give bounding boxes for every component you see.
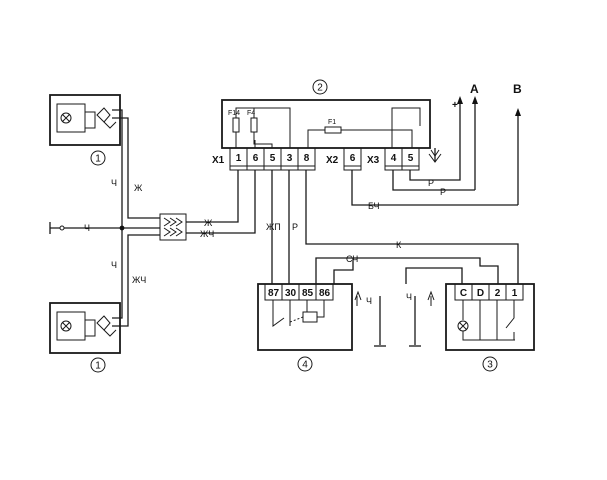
x3-pin-5: 5: [408, 153, 414, 164]
fuse-block-unit-2: F14 F4 F1: [221, 99, 431, 149]
relay-unit-4: 87 30 85 86: [257, 283, 353, 351]
wire-label-bch: БЧ: [368, 201, 380, 211]
svg-text:1: 1: [95, 154, 101, 165]
output-terminals: + A B: [452, 82, 522, 205]
wire-label-ch-ground: Ч: [84, 223, 90, 233]
fuse-f4-label: F4: [247, 110, 255, 117]
wire-label-sch: СЧ: [346, 254, 358, 264]
center-wiring: [271, 170, 519, 284]
relay-ground: [354, 290, 386, 347]
svg-text:4: 4: [302, 360, 308, 371]
connector-x2: 6: [343, 147, 362, 171]
x2-pin-6: 6: [350, 153, 356, 164]
connector-x3: 4 5: [384, 147, 420, 171]
wire-label-zh-conn: Ж: [204, 218, 213, 228]
x1-pin-6: 6: [253, 153, 259, 164]
relay-pin-30: 30: [285, 288, 297, 299]
switch-unit-3: C D 2 1: [445, 283, 535, 351]
relay-pin-85: 85: [302, 288, 314, 299]
wire-label-k: К: [396, 240, 402, 250]
wire-label-zhch-conn: ЖЧ: [200, 229, 214, 239]
connector-x3-label: X3: [367, 155, 380, 166]
relay-pin-86: 86: [319, 288, 331, 299]
terminal-plus: +: [452, 100, 458, 111]
wire-label-zhch-bottom: ЖЧ: [132, 275, 146, 285]
fuse-f14-label: F14: [228, 110, 240, 117]
switch-pin-c: C: [460, 288, 467, 299]
relay-pin-87: 87: [268, 288, 280, 299]
x1-pin-1: 1: [236, 153, 242, 164]
unit-label-1-bottom: 1: [90, 357, 106, 373]
wire-label-ch-bottom: Ч: [111, 260, 117, 270]
lamp-unit-bottom: [49, 302, 129, 354]
x1-pin-3: 3: [287, 153, 293, 164]
fuse-f1-label: F1: [328, 119, 336, 126]
connector-x2-label: X2: [326, 155, 339, 166]
wire-label-r-lower: Р: [440, 187, 446, 197]
wire-label-ch-relay-gnd: Ч: [366, 296, 372, 306]
lamp-unit-top: [49, 94, 129, 146]
wire-label-r-relay: Р: [292, 222, 298, 232]
wire-label-r-upper: Р: [428, 178, 434, 188]
terminal-a: A: [470, 82, 479, 96]
connector-x1-label: X1: [212, 155, 225, 166]
switch-pin-2: 2: [495, 288, 501, 299]
svg-text:2: 2: [317, 83, 323, 94]
svg-text:3: 3: [487, 360, 493, 371]
x1-pin-8: 8: [304, 153, 310, 164]
wire-label-ch-top: Ч: [111, 178, 117, 188]
x1-pin-5: 5: [270, 153, 276, 164]
svg-text:1: 1: [95, 361, 101, 372]
terminal-b: B: [513, 82, 522, 96]
x3-to-terminals-wiring: [351, 120, 518, 206]
connector-x1: 1 6 5 3 8: [229, 147, 316, 171]
switch-pin-d: D: [477, 288, 484, 299]
left-wiring: [49, 120, 256, 318]
switch-ground: [409, 290, 435, 347]
unit-label-4: 4: [297, 356, 313, 372]
x3-pin-4: 4: [391, 153, 397, 164]
wire-label-ch-switch-gnd: Ч: [406, 292, 412, 302]
ground-symbol-x3: [428, 148, 442, 163]
unit-label-1-top: 1: [90, 150, 106, 166]
unit-label-3: 3: [482, 356, 498, 372]
wire-label-zh-top: Ж: [134, 183, 143, 193]
unit-label-2: 2: [312, 79, 328, 95]
switch-pin-1: 1: [512, 288, 518, 299]
wire-label-zhp: ЖП: [266, 222, 281, 232]
